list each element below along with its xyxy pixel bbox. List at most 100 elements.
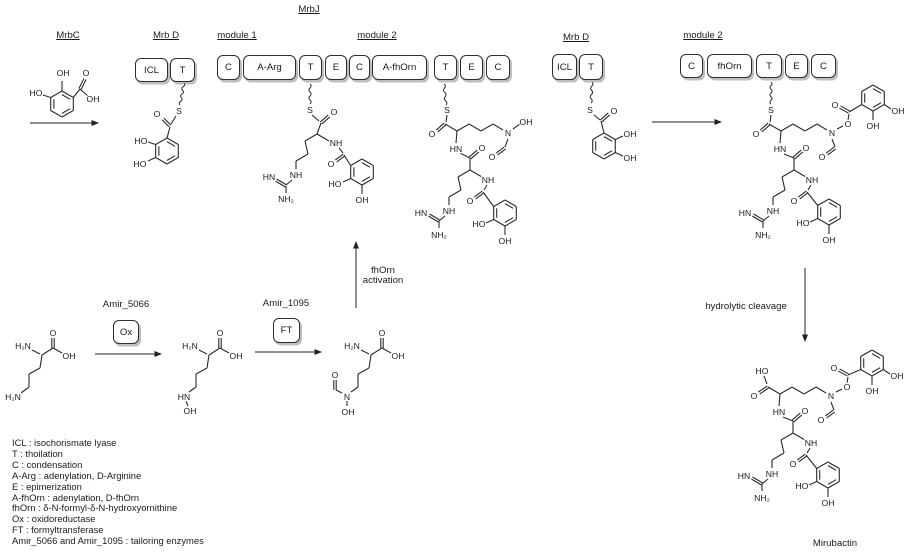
atom-label: O <box>845 119 852 129</box>
atom-label: O <box>753 129 760 139</box>
bond <box>61 90 74 98</box>
bond <box>445 114 448 123</box>
phosphopantetheine-wavy-bond <box>443 83 448 106</box>
bond <box>334 153 344 161</box>
bond <box>31 349 41 355</box>
bond <box>350 386 359 393</box>
legend-line: fhOrn : δ-N-formyl-δ-N-hydroxyornithine <box>12 502 178 514</box>
legend-line: T : thoilation <box>12 447 63 459</box>
label-amir-5066: Amir_5066 <box>102 299 150 310</box>
bond <box>759 122 769 131</box>
atom-label: HO <box>797 218 810 228</box>
bond <box>52 347 63 354</box>
bond <box>780 432 794 441</box>
bond <box>883 104 892 110</box>
bond <box>827 481 840 489</box>
bond <box>357 367 370 375</box>
bond <box>304 140 309 155</box>
bond <box>275 180 286 188</box>
bond <box>381 347 392 354</box>
atom-label: S <box>444 105 450 115</box>
label-amir-1095: Amir_1095 <box>262 298 310 309</box>
domain-box-e: E <box>460 55 483 80</box>
bond <box>50 110 63 118</box>
atom-label: OH <box>520 117 533 127</box>
bond <box>504 203 514 209</box>
bond <box>753 213 764 221</box>
bond <box>219 347 230 354</box>
legend-line: A-Arg : adenylation, D-Arginine <box>12 469 142 481</box>
bond <box>61 108 71 114</box>
bond <box>806 447 811 454</box>
bond <box>475 192 485 200</box>
bond <box>492 123 504 131</box>
bond <box>188 386 197 393</box>
atom-label: O <box>611 106 618 116</box>
bond <box>828 218 841 226</box>
bond <box>792 123 806 132</box>
bond <box>792 149 802 158</box>
bond <box>778 393 781 407</box>
bond <box>783 153 795 159</box>
legend-line: E : epimerization <box>12 480 82 492</box>
atom-label: O <box>217 328 224 338</box>
bond <box>836 125 844 130</box>
bond <box>839 368 849 375</box>
bond <box>792 432 806 441</box>
bond <box>455 130 458 144</box>
bond <box>848 104 862 113</box>
atom-label: O <box>479 143 486 153</box>
bond <box>827 479 837 485</box>
bond <box>316 133 330 142</box>
bond <box>600 120 605 134</box>
atom-label: NH <box>806 175 818 185</box>
domain-box-e: E <box>785 54 808 78</box>
bond <box>473 190 483 198</box>
bond <box>828 202 838 208</box>
atom-label: O <box>154 109 161 119</box>
header-mrbj: MrbJ <box>298 4 320 15</box>
bond <box>751 478 762 486</box>
bond <box>593 114 601 121</box>
atom-label: N <box>505 128 511 138</box>
bond <box>779 130 782 144</box>
phosphopantetheine-wavy-bond <box>769 81 773 105</box>
bond <box>147 156 156 162</box>
bond <box>793 414 803 423</box>
bond <box>361 178 374 186</box>
atom-label: HO <box>796 481 809 491</box>
atom-label: HO <box>134 159 147 169</box>
bond <box>170 115 177 125</box>
atom-label: O <box>844 382 851 392</box>
bond <box>809 217 818 223</box>
atom-label: O <box>83 68 90 78</box>
phosphopantetheine-wavy-bond <box>308 83 312 105</box>
atom-label: HN <box>774 144 786 154</box>
atom-label: N <box>344 392 350 402</box>
bond <box>615 151 624 157</box>
bond <box>370 347 383 356</box>
bond <box>50 90 63 98</box>
domain-box-c: C <box>680 54 703 78</box>
bond <box>166 137 179 145</box>
bond <box>469 169 483 178</box>
atom-label: OH <box>57 68 70 78</box>
bond <box>163 117 172 126</box>
legend-line: ICL : isochorismate lyase <box>12 437 117 448</box>
bond <box>335 389 343 394</box>
bond <box>311 114 320 122</box>
bond <box>603 132 616 140</box>
atom-label: HN <box>773 407 785 417</box>
bond <box>350 158 363 166</box>
atom-label: OH <box>867 121 880 131</box>
domain-box-c: C <box>486 55 510 80</box>
bond <box>839 107 849 114</box>
bond <box>161 119 170 128</box>
bond <box>807 184 812 191</box>
domain-box-t: T <box>579 54 603 80</box>
